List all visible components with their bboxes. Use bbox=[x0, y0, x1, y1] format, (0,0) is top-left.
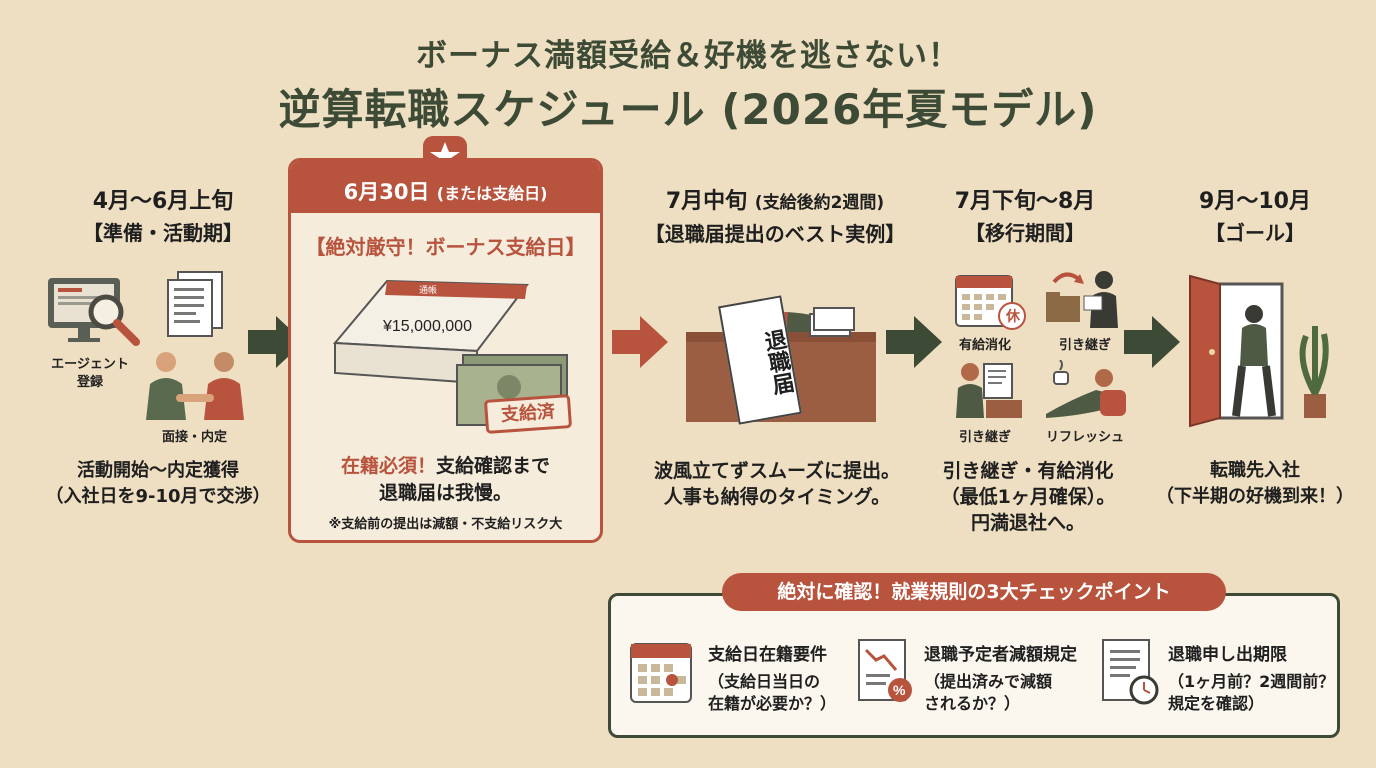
calendar-check-icon bbox=[630, 643, 692, 703]
door-new-job-icon bbox=[1189, 274, 1329, 428]
stage-5-caption: 転職先入社 （下半期の好機到来！） bbox=[1140, 458, 1370, 510]
card-header: 6月30日 (または支給日) bbox=[291, 161, 600, 213]
stage-4-period: 7月下旬〜8月 bbox=[954, 189, 1096, 214]
stage-3-caption: 波風立てずスムーズに提出。 人事も納得のタイミング。 bbox=[622, 458, 932, 510]
card-caption-red: 在籍必須！ bbox=[340, 455, 436, 477]
handover-label-2: 引き継ぎ bbox=[958, 430, 1011, 445]
stage-5-header: 9月〜10月 【ゴール】 bbox=[1160, 186, 1350, 248]
stage-5-period: 9月〜10月 bbox=[1199, 189, 1311, 214]
title-line-1: ボーナス満額受給＆好機を逃さない！ bbox=[416, 38, 960, 74]
stage-4-caption: 引き継ぎ・有給消化 （最低1ヶ月確保）。 円満退社へ。 bbox=[928, 458, 1128, 536]
card-caption-line2: 退職届は我慢。 bbox=[378, 482, 512, 504]
passbook-cash-icon: 通帳 ¥15,000,000 bbox=[332, 279, 568, 426]
arrow-right-icon bbox=[612, 316, 668, 368]
stage-5-caption-line2: （下半期の好機到来！） bbox=[1156, 486, 1354, 507]
stage-1-period: 4月〜6月上旬 bbox=[92, 189, 234, 214]
holiday-mark: 休 bbox=[1006, 309, 1020, 325]
svg-text:%: % bbox=[893, 682, 906, 698]
stage-1-caption-line1: 活動開始〜内定獲得 bbox=[77, 460, 239, 481]
checkpoint-2-desc: （提出済みで減額 されるか？） bbox=[924, 671, 1094, 715]
checkpoint-1-title: 支給日在籍要件 bbox=[708, 645, 827, 665]
checkpoint-3-desc-line2: 規定を確認） bbox=[1168, 694, 1265, 713]
stage-4-caption-line2: （最低1ヶ月確保）。 bbox=[940, 486, 1116, 508]
card-period-note: (または支給日) bbox=[436, 184, 548, 203]
stage-1-header: 4月〜6月上旬 【準備・活動期】 bbox=[28, 186, 298, 248]
handover-desk-icon bbox=[956, 363, 1022, 418]
passbook-amount: ¥15,000,000 bbox=[382, 318, 472, 335]
stage-3-header: 7月中旬 (支給後約2週間) 【退職届提出のベスト実例】 bbox=[630, 186, 920, 249]
checkpoint-2-desc-line1: （提出済みで減額 bbox=[924, 672, 1053, 691]
stage-4-caption-line1: 引き継ぎ・有給消化 bbox=[942, 460, 1114, 482]
arrow-right-icon bbox=[886, 316, 942, 368]
checkpoint-3: 退職申し出期限 （1ヶ月前？2週間前？ 規定を確認） bbox=[1168, 640, 1338, 715]
title-line-2: 逆算転職スケジュール (2026年夏モデル) bbox=[278, 85, 1098, 134]
checkpoint-2: 退職予定者減額規定 （提出済みで減額 されるか？） bbox=[924, 640, 1094, 715]
passbook-header: 通帳 bbox=[419, 284, 437, 295]
handover-label-1: 引き継ぎ bbox=[1058, 338, 1111, 353]
stage-3-period-note: (支給後約2週間) bbox=[754, 193, 885, 213]
checkpoint-2-title: 退職予定者減額規定 bbox=[924, 645, 1077, 665]
checkpoint-1: 支給日在籍要件 （支給日当日の 在籍が必要か？） bbox=[708, 640, 848, 715]
stage-1-caption: 活動開始〜内定獲得 （入社日を9-10月で交渉） bbox=[28, 458, 288, 510]
relax-icon bbox=[1046, 360, 1126, 418]
checkpoint-3-title: 退職申し出期限 bbox=[1168, 645, 1287, 665]
card-label: 【絶対厳守！ボーナス支給日】 bbox=[305, 235, 586, 259]
checkpoint-2-desc-line2: されるか？） bbox=[924, 694, 1021, 713]
checkpoint-1-desc: （支給日当日の 在籍が必要か？） bbox=[708, 671, 848, 715]
card-caption-rest: 支給確認まで bbox=[436, 455, 551, 477]
monitor-search-icon bbox=[48, 278, 140, 346]
handshake-icon bbox=[146, 352, 244, 420]
card-caption: 在籍必須！支給確認まで 退職届は我慢。 bbox=[291, 453, 600, 507]
agent-register-label: エージェント 登録 bbox=[34, 356, 146, 392]
checkpoint-3-desc-line1: （1ヶ月前？2週間前？ bbox=[1168, 672, 1335, 691]
stage-3-caption-line2: 人事も納得のタイミング。 bbox=[663, 486, 891, 508]
paid-leave-label: 有給消化 bbox=[958, 338, 1011, 353]
card-period: 6月30日 bbox=[343, 180, 430, 204]
document-percent-icon: % bbox=[858, 639, 912, 702]
checkpoint-1-desc-line2: 在籍が必要か？） bbox=[708, 694, 837, 713]
agent-label-line2: 登録 bbox=[76, 375, 103, 390]
stage-5-caption-line1: 転職先入社 bbox=[1210, 460, 1300, 481]
documents-icon bbox=[167, 271, 223, 337]
stage-3-period: 7月中旬 bbox=[665, 189, 748, 214]
refresh-label: リフレッシュ bbox=[1045, 430, 1124, 445]
checkpoint-heading: 絶対に確認！就業規則の3大チェックポイント bbox=[722, 573, 1226, 611]
interview-offer-label: 面接・内定 bbox=[162, 430, 228, 445]
stage-4-header: 7月下旬〜8月 【移行期間】 bbox=[930, 186, 1120, 248]
bonus-day-card: 6月30日 (または支給日) 【絶対厳守！ボーナス支給日】 通帳 ¥15,000… bbox=[288, 158, 603, 543]
star-icon bbox=[430, 142, 460, 168]
stage-3-caption-line1: 波風立てずスムーズに提出。 bbox=[653, 460, 901, 482]
checkpoint-1-desc-line1: （支給日当日の bbox=[708, 672, 821, 691]
card-note: ※支給前の提出は減額・不支給リスク大 bbox=[328, 517, 563, 532]
stage-4-caption-line3: 円満退社へ。 bbox=[970, 512, 1085, 534]
checkpoint-box bbox=[608, 593, 1340, 738]
arrow-right-icon bbox=[1124, 316, 1180, 368]
stage-1-caption-line2: （入社日を9-10月で交渉） bbox=[45, 486, 271, 507]
stage-3-label: 【退職届提出のベスト実例】 bbox=[644, 222, 906, 246]
handover-folder-icon bbox=[1046, 271, 1118, 328]
stage-5-label: 【ゴール】 bbox=[1205, 221, 1305, 245]
stage-4-label: 【移行期間】 bbox=[965, 221, 1085, 245]
agent-label-line1: エージェント bbox=[51, 357, 129, 372]
document-clock-icon bbox=[1102, 639, 1159, 705]
checkpoint-3-desc: （1ヶ月前？2週間前？ 規定を確認） bbox=[1168, 671, 1338, 715]
calendar-holiday-icon bbox=[955, 275, 1026, 330]
stage-1-label: 【準備・活動期】 bbox=[83, 221, 243, 245]
paid-stamp: 支給済 bbox=[483, 394, 573, 434]
